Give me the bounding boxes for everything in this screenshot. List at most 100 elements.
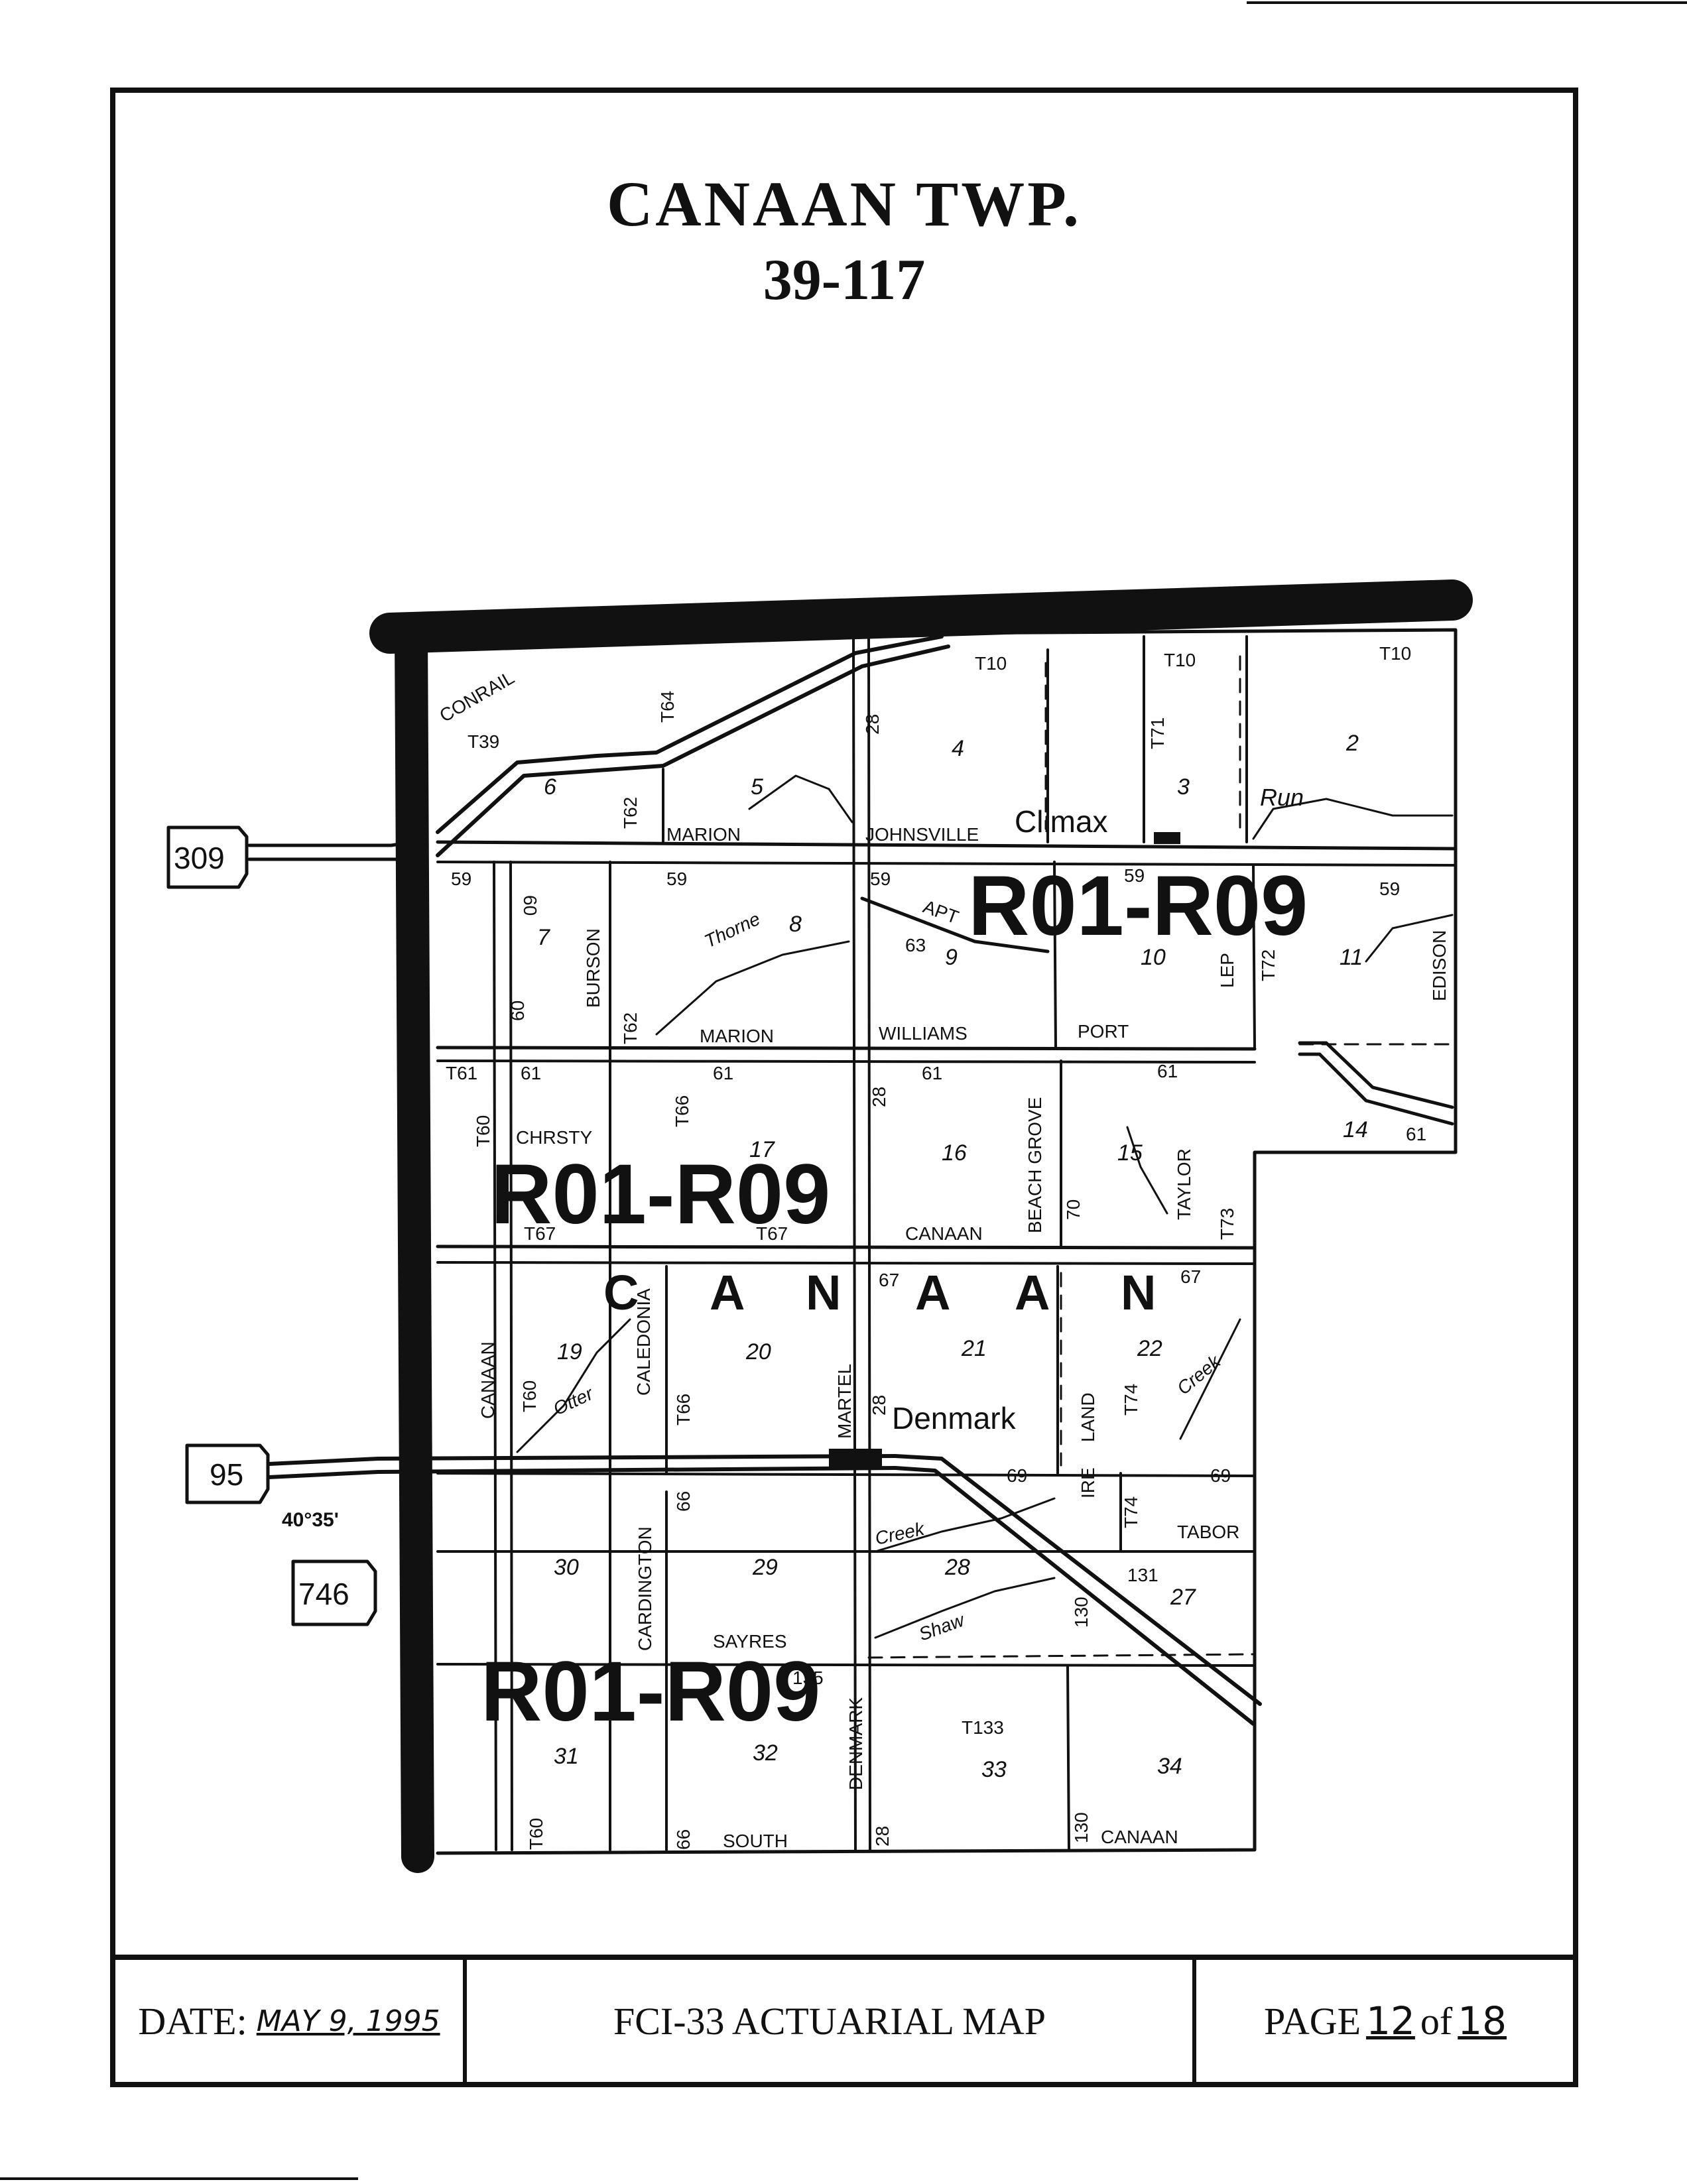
road-label: 130 bbox=[1071, 1597, 1092, 1628]
road-label: BEACH GROVE bbox=[1025, 1097, 1045, 1233]
road-label: MARION bbox=[666, 824, 741, 845]
section-number: 4 bbox=[952, 736, 964, 761]
stream-creek2 bbox=[874, 1497, 1056, 1553]
road-label: 131 bbox=[1127, 1565, 1158, 1585]
road-label: SOUTH bbox=[723, 1831, 788, 1851]
section-number: 21 bbox=[961, 1336, 987, 1361]
place-denmark: Denmark bbox=[892, 1401, 1017, 1435]
latitude-label: 40°35' bbox=[282, 1509, 339, 1531]
scan-edge-line-bottom bbox=[0, 2177, 358, 2180]
road-label: 69 bbox=[1210, 1465, 1231, 1486]
section-number: 8 bbox=[789, 912, 802, 937]
road-label: 60 bbox=[507, 1001, 528, 1021]
road-label: T74 bbox=[1121, 1496, 1141, 1528]
road-edison bbox=[1298, 1041, 1454, 1109]
road-label: T10 bbox=[1379, 643, 1411, 664]
road-label: T66 bbox=[673, 1394, 694, 1426]
township-letter: A bbox=[915, 1265, 950, 1320]
road-label: CANAAN bbox=[477, 1341, 498, 1419]
climax-town-block bbox=[1154, 832, 1180, 844]
road-label: T62 bbox=[620, 797, 641, 829]
stream-otter bbox=[516, 1318, 631, 1453]
road-label: LEP bbox=[1217, 953, 1237, 988]
road-label: CONRAIL bbox=[436, 667, 518, 726]
zone-label-1: R01-R09 bbox=[968, 859, 1308, 953]
section-number: 32 bbox=[753, 1740, 778, 1766]
road-label: 69 bbox=[1007, 1465, 1027, 1486]
road-label: EDISON bbox=[1429, 930, 1450, 1001]
road-label: 130 bbox=[1071, 1812, 1092, 1843]
map-name: FCI-33 ACTUARIAL MAP bbox=[613, 1999, 1046, 2043]
road-label: Creek bbox=[1173, 1351, 1225, 1399]
road-label: SAYRES bbox=[713, 1631, 787, 1652]
page-subtitle: 39-117 bbox=[763, 248, 926, 312]
road-label: CHRSTY bbox=[516, 1127, 592, 1148]
section-number: 11 bbox=[1340, 945, 1363, 970]
road-label: 66 bbox=[673, 1829, 694, 1850]
section-number: 31 bbox=[554, 1744, 579, 1769]
road-label: 28 bbox=[869, 1395, 889, 1416]
road-label: T73 bbox=[1217, 1208, 1237, 1240]
road-label: 66 bbox=[673, 1491, 694, 1512]
road-edison-2 bbox=[1298, 1052, 1454, 1126]
section-number: 28 bbox=[944, 1555, 970, 1580]
road-label: TABOR bbox=[1177, 1522, 1239, 1542]
road-label: 63 bbox=[905, 935, 926, 955]
road-label: T10 bbox=[975, 653, 1007, 674]
road-label: T62 bbox=[620, 1012, 641, 1044]
road-label: 70 bbox=[1063, 1199, 1084, 1220]
section-number: 9 bbox=[945, 945, 958, 970]
section-number: 29 bbox=[752, 1555, 778, 1580]
road-309-link bbox=[343, 840, 413, 861]
road-label: Shaw bbox=[916, 1609, 968, 1645]
stream-misc bbox=[748, 774, 1454, 1215]
road-label: T133 bbox=[962, 1717, 1004, 1738]
road-label: 67 bbox=[879, 1270, 899, 1290]
road-label: 135 bbox=[792, 1668, 824, 1688]
road-apt bbox=[860, 896, 1050, 953]
route-746-label: 746 bbox=[298, 1577, 349, 1611]
map-frame bbox=[110, 88, 1578, 2087]
page-of: of bbox=[1420, 1999, 1453, 2043]
road-label: MARTEL bbox=[834, 1364, 855, 1439]
road-309 bbox=[247, 843, 347, 861]
road-label: 59 bbox=[666, 869, 687, 889]
place-climax: Climax bbox=[1015, 804, 1108, 839]
road-label: 61 bbox=[1157, 1061, 1178, 1081]
road-label: T61 bbox=[446, 1063, 477, 1083]
route-95-shield bbox=[185, 1443, 270, 1504]
section-number: 10 bbox=[1141, 945, 1166, 970]
date-value: MAY 9, 1995 bbox=[256, 2004, 440, 2038]
road-label: PORT bbox=[1078, 1021, 1129, 1042]
scan-edge-line-top bbox=[1247, 1, 1687, 4]
township-outline bbox=[409, 628, 1458, 1855]
road-label: 61 bbox=[713, 1063, 733, 1083]
road-label: JOHNSVILLE bbox=[865, 824, 979, 845]
footer-date-cell: DATE: MAY 9, 1995 bbox=[115, 1960, 463, 2082]
road-label: WILLIAMS bbox=[879, 1023, 968, 1044]
road-label: T10 bbox=[1164, 650, 1196, 670]
road-label: 60 bbox=[520, 895, 540, 916]
road-label: T67 bbox=[756, 1223, 788, 1244]
section-number: 33 bbox=[981, 1757, 1007, 1782]
section-number: 14 bbox=[1343, 1117, 1368, 1142]
road-label: IRE bbox=[1078, 1467, 1098, 1498]
road-label: DENMARK bbox=[845, 1697, 866, 1790]
road-95 bbox=[267, 1454, 897, 1479]
footer-divider-top bbox=[110, 1955, 1578, 1960]
road-95-east bbox=[893, 1454, 1262, 1726]
road-label: 61 bbox=[1406, 1124, 1426, 1144]
road-label: 28 bbox=[872, 1826, 893, 1847]
section-number: 19 bbox=[557, 1339, 582, 1365]
section-number: 6 bbox=[544, 774, 556, 800]
footer-map-name-cell: FCI-33 ACTUARIAL MAP bbox=[467, 1960, 1192, 2082]
road-label: CANAAN bbox=[905, 1223, 983, 1244]
township-letter: N bbox=[1121, 1265, 1156, 1320]
footer-page-cell: PAGE 12 of 18 bbox=[1196, 1960, 1574, 2082]
road-label: T64 bbox=[657, 691, 678, 723]
road-label: T66 bbox=[672, 1095, 692, 1127]
route-309-label: 309 bbox=[174, 841, 225, 875]
section-number: 30 bbox=[554, 1555, 579, 1580]
